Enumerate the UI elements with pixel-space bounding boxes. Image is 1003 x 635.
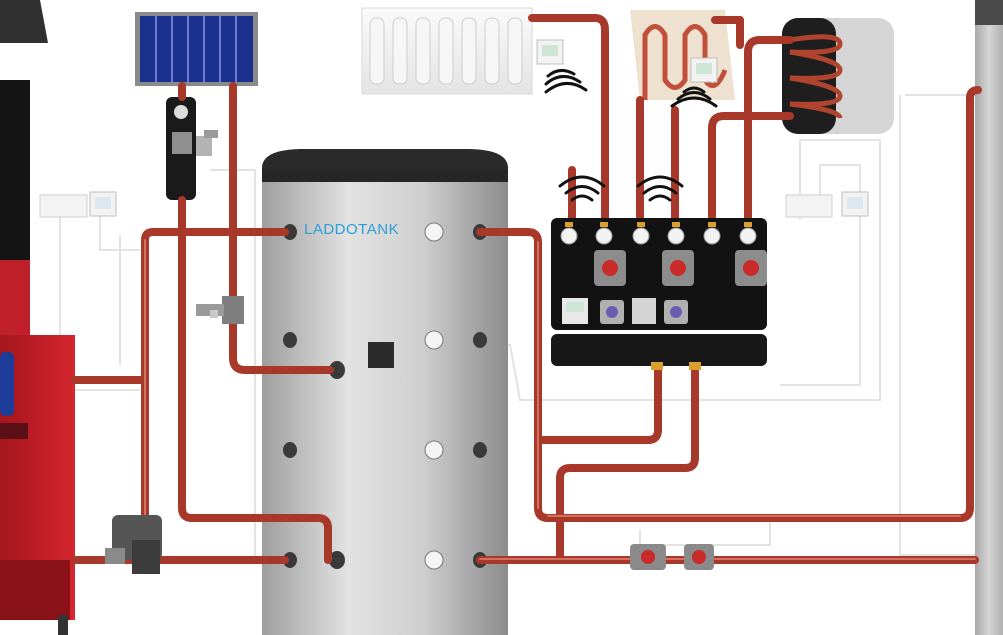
secondary-tank [975, 0, 1003, 635]
mixing-valve [105, 515, 162, 574]
thermostat-icon [39, 191, 117, 218]
wireless-signal-icon [670, 86, 718, 108]
solar-pump-group [166, 97, 218, 200]
wireless-signal-icon [544, 69, 588, 94]
pipe-highlights [144, 239, 976, 560]
valve-icon [196, 296, 244, 324]
boiler [0, 260, 75, 635]
tank-brand-logo: LADDOTANK [304, 221, 400, 238]
radiator-icon [361, 7, 564, 95]
gauge-icon [560, 227, 757, 245]
solar-collector-icon [135, 12, 258, 86]
thermostat-icon [785, 191, 869, 218]
pump-icon [630, 544, 714, 570]
floor-heating-icon [630, 10, 735, 100]
pump-station [551, 218, 767, 370]
hot-water-coil-icon [782, 18, 894, 134]
wireless-signal-icon [558, 175, 606, 202]
wireless-signal-icon [636, 175, 684, 202]
pump-icon [594, 250, 767, 286]
gauge-icon [174, 105, 188, 119]
gauge-icon [424, 222, 444, 570]
buffer-tank [262, 149, 508, 635]
control-wiring [59, 94, 975, 560]
controller-icon [562, 298, 688, 324]
